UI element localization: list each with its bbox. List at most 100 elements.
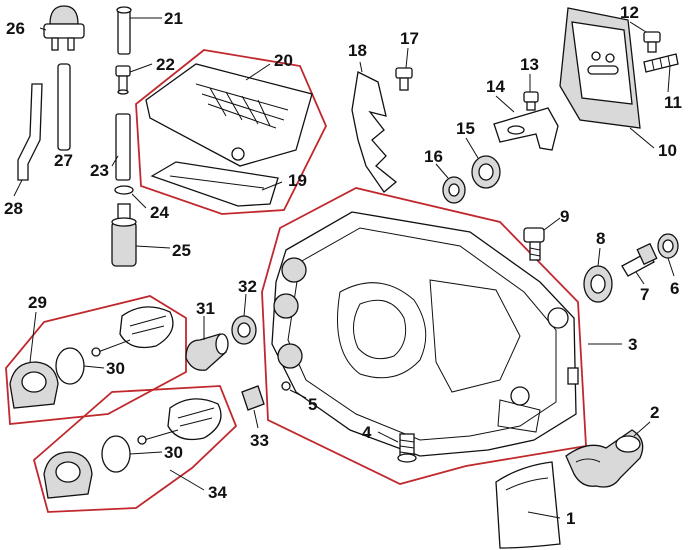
part-15-grommet [471,155,501,189]
callout-24: 24 [150,203,169,222]
leader-6 [667,257,675,277]
part-32-bushing [231,315,257,345]
callout-12: 12 [620,3,639,22]
part-22-connector [115,65,131,95]
leader-9 [543,217,561,231]
part-10-guide-plate [559,7,641,129]
callout-33: 33 [250,431,269,450]
part-27-hose [57,63,71,151]
callout-18: 18 [348,41,367,60]
callout-9: 9 [560,207,569,226]
leader-24 [131,193,147,209]
part-6-ring [657,233,679,259]
callout-4: 4 [362,423,372,442]
leader-16 [435,163,449,179]
leader-29 [29,311,37,363]
part-4-screw [397,433,417,463]
part-29-cap [9,306,174,409]
part-9-screw [523,227,545,261]
leader-17 [405,47,409,69]
leader-4 [377,431,399,443]
part-16-grommet [442,176,466,204]
leader-10 [629,127,655,149]
callout-19: 19 [288,171,307,190]
part-12-screw [643,31,661,53]
part-1-tube [495,461,561,549]
callout-29: 29 [28,293,47,312]
part-34-cap [43,398,222,499]
callout-30-lower: 30 [164,443,183,462]
part-21-tube [116,6,132,55]
callout-7: 7 [640,285,649,304]
leader-30-upper [83,365,105,369]
part-2-elbow [565,429,644,488]
leader-2 [633,421,651,437]
callout-28: 28 [4,199,23,218]
callout-14: 14 [486,77,505,96]
callout-21: 21 [164,9,183,28]
part-11-stud [643,53,679,73]
callout-16: 16 [424,147,443,166]
callout-2: 2 [650,403,659,422]
part-23-tube [115,113,131,181]
callout-34: 34 [208,483,227,502]
leader-28 [13,179,23,197]
leader-11 [667,65,671,93]
leader-23 [111,155,119,167]
callout-10: 10 [658,141,677,160]
callout-6: 6 [670,279,679,298]
leader-19 [261,181,283,191]
leader-8 [597,247,601,267]
group-outline-29 [5,295,187,425]
callout-23: 23 [90,161,109,180]
part-28-hose [17,83,43,181]
part-19-plate [150,161,279,207]
leader-25 [135,245,171,249]
group-outline-20 [135,49,327,215]
leader-20 [245,63,271,81]
part-30-oring-upper [55,347,85,385]
leader-7 [635,271,645,285]
part-30-oring-lower [101,435,131,473]
part-17-screw [395,67,413,91]
part-24-ring [114,185,134,195]
leader-1 [527,511,561,519]
callout-5: 5 [308,395,317,414]
group-outline-34 [32,385,238,513]
callout-30-upper: 30 [106,359,125,378]
part-31-plug [185,333,229,371]
group-outline-3 [261,187,587,485]
callout-32: 32 [238,277,257,296]
leader-30-lower [129,451,163,455]
callout-25: 25 [172,241,191,260]
part-13-screw [523,91,539,111]
callout-22: 22 [156,55,175,74]
part-20-shield [145,63,313,167]
part-26-primer-bulb [43,5,85,51]
part-8-grommet [583,265,613,303]
leader-32 [243,293,247,317]
leader-26 [39,27,47,31]
part-7-fitting [621,242,658,277]
part-18-bumper-spike [351,71,398,193]
callout-15: 15 [456,119,475,138]
callout-13: 13 [520,55,539,74]
part-5-oring [281,381,291,391]
part-3-housing [271,211,579,457]
callout-20: 20 [274,51,293,70]
callout-11: 11 [664,93,682,112]
callout-1: 1 [566,509,575,528]
leader-15 [465,137,479,159]
part-33-grommet [241,385,265,411]
callout-8: 8 [596,229,605,248]
leader-12 [629,21,647,33]
leader-33 [253,409,259,429]
callout-31: 31 [196,299,215,318]
leader-18 [359,61,363,73]
callout-26: 26 [6,19,25,38]
leader-34 [169,469,205,491]
leader-5 [289,389,307,399]
leader-14 [495,95,515,113]
